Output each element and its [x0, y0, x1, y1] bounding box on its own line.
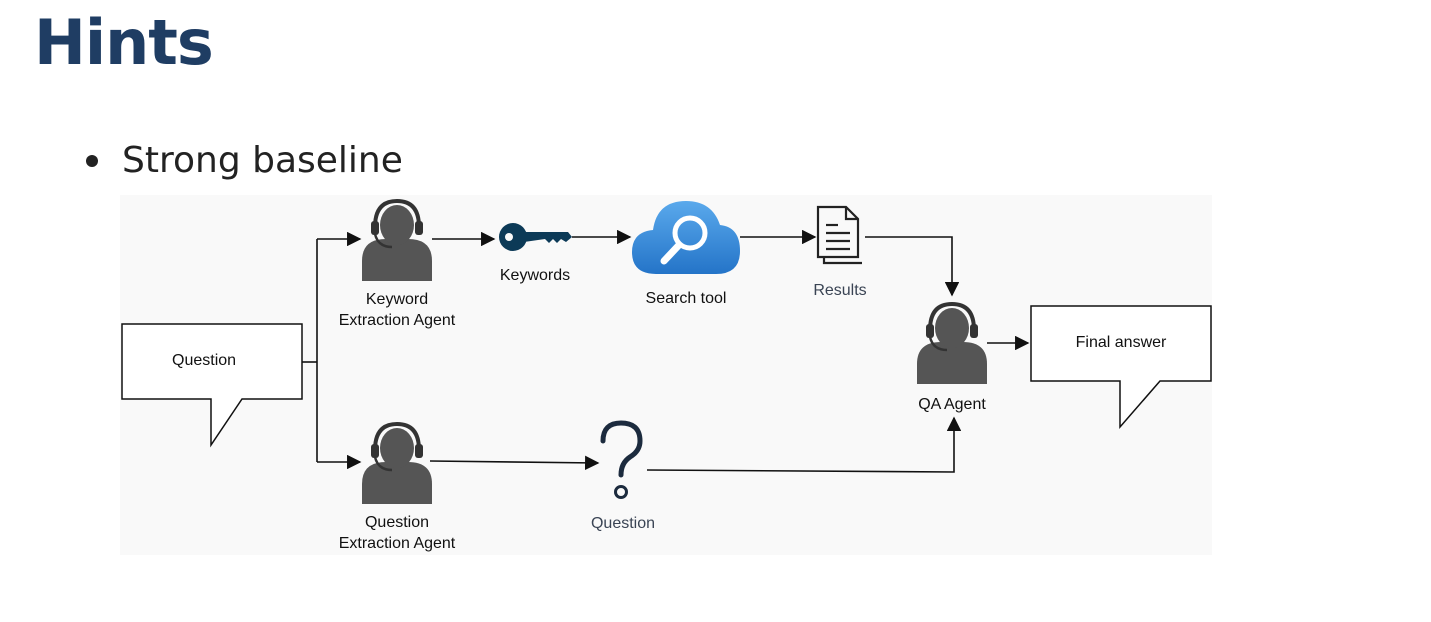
pipeline-diagram: Question Keyword Extraction Agent Questi…	[120, 195, 1212, 555]
page-title: Hints	[34, 6, 214, 79]
qa-agent-label: QA Agent	[918, 396, 986, 413]
question-agent-label-line2: Extraction Agent	[338, 535, 456, 552]
bullet-text: Strong baseline	[122, 140, 403, 181]
key-icon	[499, 223, 572, 251]
search-tool-label: Search tool	[645, 290, 727, 307]
keyword-agent-icon	[360, 199, 434, 283]
diagram-canvas	[121, 199, 1212, 506]
connectors	[302, 229, 1030, 473]
keywords-label: Keywords	[499, 267, 571, 284]
question-agent-label: Question Extraction Agent	[332, 512, 462, 554]
qa-agent-icon	[915, 302, 989, 386]
bullet-item: Strong baseline	[86, 140, 403, 181]
question-agent-label-line1: Question	[364, 514, 430, 531]
cloud-search-icon	[632, 201, 740, 274]
keyword-agent-label-line2: Extraction Agent	[338, 312, 456, 329]
bullet-dot	[86, 154, 98, 167]
question-agent-icon	[360, 422, 434, 506]
question-bubble-label: Question	[172, 352, 237, 369]
final-answer-bubble-shape	[1030, 305, 1212, 430]
final-answer-label: Final answer	[1075, 334, 1167, 351]
keyword-agent-label-line1: Keyword	[365, 291, 429, 308]
question-mark-icon	[600, 420, 643, 499]
question-mark-label: Question	[590, 515, 656, 532]
question-bubble-shape	[121, 323, 303, 448]
results-label: Results	[813, 282, 867, 299]
documents-icon	[816, 205, 862, 265]
keyword-agent-label: Keyword Extraction Agent	[332, 289, 462, 331]
